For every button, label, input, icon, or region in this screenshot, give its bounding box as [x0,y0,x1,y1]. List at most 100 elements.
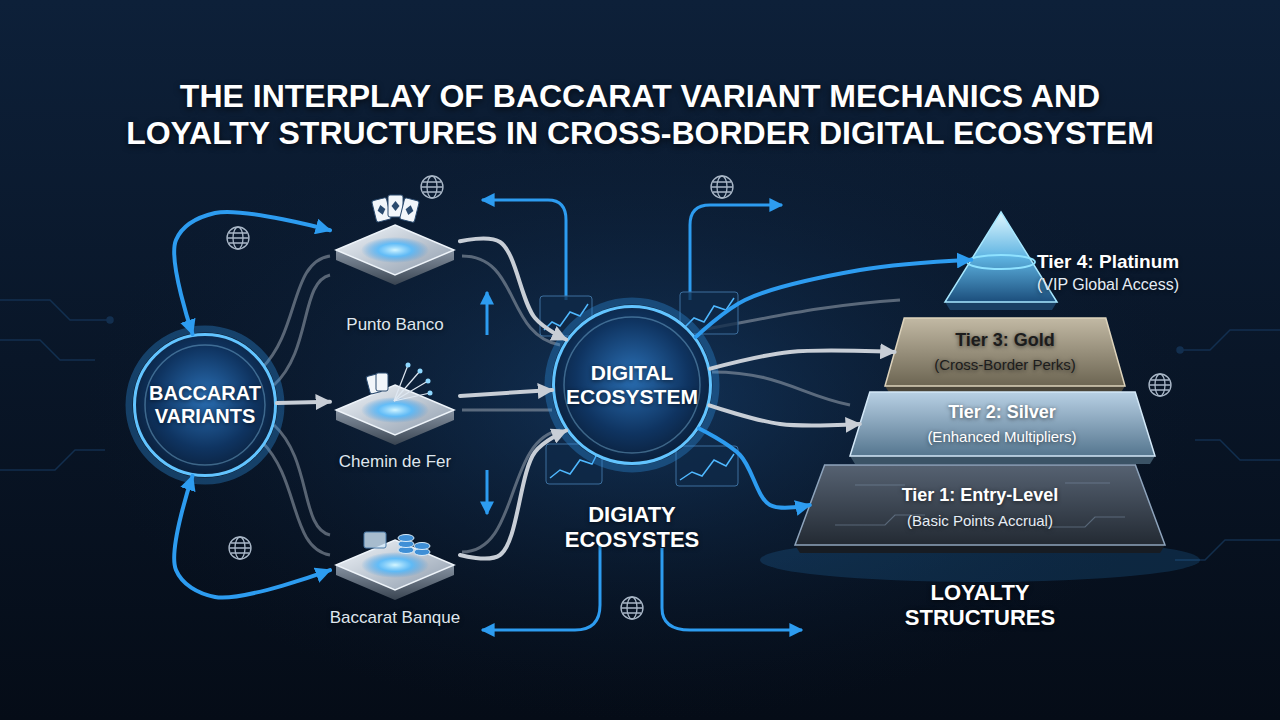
variant-label: Baccarat Banque [305,608,485,628]
card-icon [376,373,388,391]
circuit-trace [1180,330,1280,350]
hub-circle [135,335,276,476]
tier-title: Tier 2: Silver [857,402,1147,423]
variant-platform: Punto Banco [330,195,460,285]
tier-subtitle: (Basic Points Accrual) [810,512,1150,529]
panel-icon [364,532,386,548]
platform-top [336,540,454,590]
tier-subtitle: (Cross-Border Perks) [890,356,1120,373]
variant-platform: Baccarat Banque [330,510,460,600]
platform-top [336,385,454,435]
globe-icon [421,182,443,192]
tier-title: Tier 1: Entry-Level [810,485,1150,506]
card-pip [392,201,400,211]
tier-subtitle: (VIP Global Access) [1037,276,1227,294]
ecosystem-hub-circle: DIGITAL ECOSYSTEMDIGIATY ECOSYSTES [552,305,712,465]
flow-connector [710,351,894,369]
flow-connector [696,260,971,337]
flow-connector [460,390,552,396]
card-icon [400,198,420,223]
tier-shape [795,465,1165,545]
flow-connector [709,405,860,425]
hub-glow [548,301,716,469]
hub-title: DIGITAL ECOSYSTEM [557,361,707,409]
bundle-line [274,425,330,535]
globe-icon [621,603,643,613]
platform-glow [361,552,429,578]
chip-icon [398,535,414,542]
card-pip [404,204,414,216]
tier-side [850,456,1155,464]
tier-shape [850,392,1155,456]
platform-icon [330,195,460,285]
bundle-line [462,430,560,552]
variant-label: Chemin de Fer [305,452,485,472]
flow-arrow [482,200,566,300]
chart-line [680,454,734,480]
platform-icon [330,510,460,600]
flow-arrow [690,205,782,300]
bundle-line [262,442,330,555]
hub-glow [129,329,281,481]
bundle-line [712,372,850,405]
diagram-title: THE INTERPLAY OF BACCARAT VARIANT MECHAN… [110,78,1170,152]
card-pip [376,204,386,216]
tier-pyramid-band: Tier 2: Silver (Enhanced Multipliers) [850,392,1155,456]
flow-connector [460,430,566,558]
tier-pyramid-band: Tier 3: Gold(Cross-Border Perks) [885,318,1125,386]
platform-top [336,225,454,275]
tier-outline [795,465,1165,545]
orbit-ring [967,255,1035,269]
fan-dot [418,369,423,374]
bundle-line [274,275,330,385]
platform-icon [330,355,460,445]
fan-dot [406,363,411,368]
globe-icon [227,227,249,249]
fan-line [394,365,408,401]
chip-icon [414,543,430,550]
variants-hub-circle: BACCARAT VARIANTS [133,333,277,477]
group-label: LOYALTY STRUCTURES [880,580,1080,631]
circuit-node [107,317,113,323]
globe-icon [711,182,733,192]
flow-connector [174,212,330,334]
circuit-trace [0,300,110,320]
variant-label: Punto Banco [305,315,485,335]
fan-dot [426,379,431,384]
flow-connector [460,239,566,340]
flow-connector [699,429,810,508]
globe-icon [227,233,249,243]
hub-title: BACCARAT VARIANTS [143,382,267,428]
flow-connector [174,476,330,598]
globe-icon [1149,374,1171,396]
globe-icon [229,543,251,553]
variant-platform: Chemin de Fer [330,355,460,445]
circuit-trace [0,450,105,470]
tier-side [795,545,1165,553]
tier-shape [885,318,1125,386]
circuit-node [1177,347,1183,353]
fan-line [394,393,430,401]
tier-pyramid-apex: Tier 4: Platinum(VIP Global Access) [945,212,1057,302]
circuit-trace [1195,440,1280,460]
platform-glow [361,237,429,263]
bundle-line [462,409,552,412]
circuit-trace [1065,482,1110,483]
flow-arrow [486,292,489,335]
flow-arrow [486,470,489,514]
tier-pyramid-band: Tier 1: Entry-Level (Basic Points Accrual… [795,465,1165,545]
fan-line [394,381,428,401]
tier-title: Tier 4: Platinum [1037,251,1227,273]
globe-icon [421,176,443,198]
hub-circle [554,307,711,464]
circuit-trace [855,484,905,485]
flow-arrow [482,545,600,630]
circuit-trace [1045,517,1125,527]
globe-icon [1149,380,1171,390]
background-glow [80,80,1200,720]
tier-subtitle: (Enhanced Multipliers) [857,428,1147,445]
hub-caption: DIGIATY ECOSYSTES [542,502,722,553]
flow-connector [277,402,330,403]
